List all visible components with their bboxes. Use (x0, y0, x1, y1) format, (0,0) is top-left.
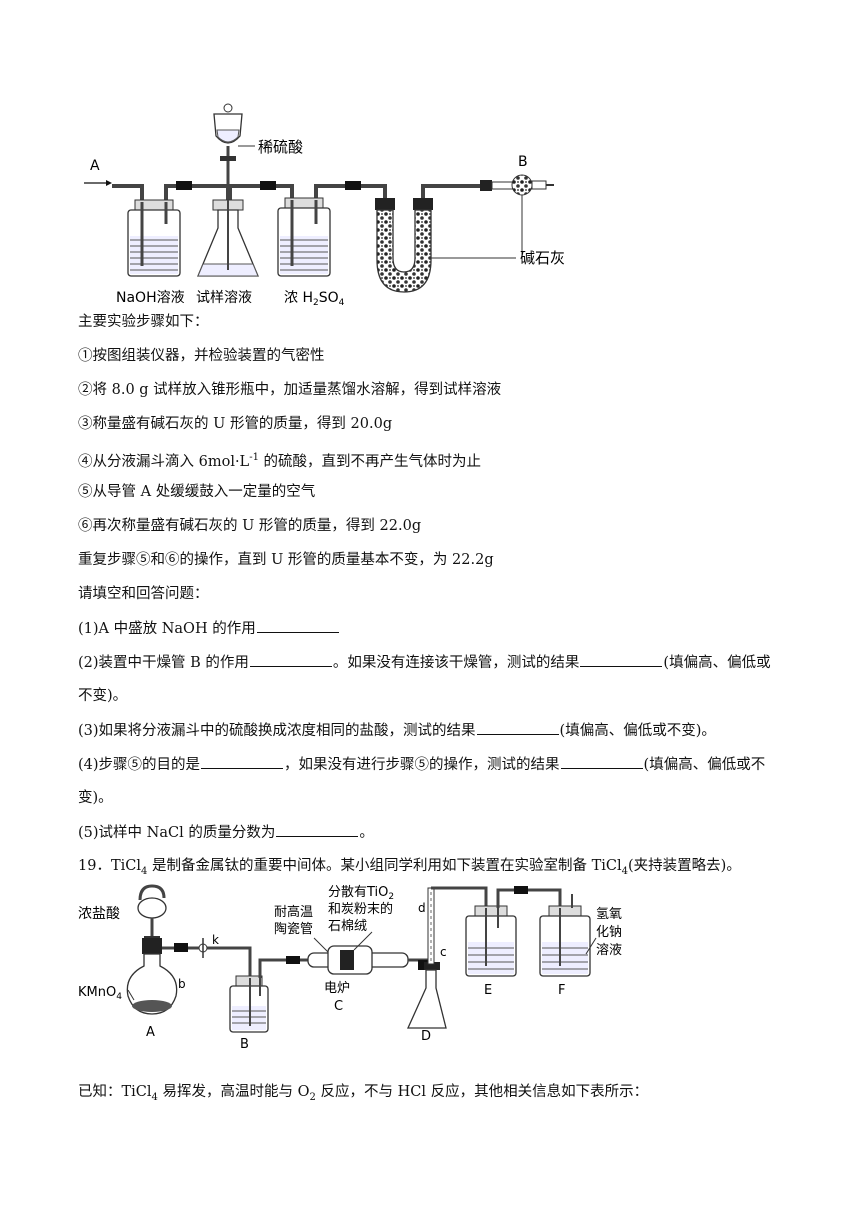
label-b: B (518, 154, 528, 170)
label-a: A (90, 158, 100, 174)
answer-blank[interactable] (560, 754, 643, 769)
question-3: (3)如果将分液漏斗中的硫酸换成浓度相同的盐酸，测试的结果(填偏高、偏低或不变)… (78, 720, 716, 741)
step-3: ③称量盛有碱石灰的 U 形管的质量，得到 20.0g (78, 416, 393, 432)
naoh-label-1: 氢氧 (596, 907, 622, 922)
label-e: E (484, 983, 492, 998)
question-2: (2)装置中干燥管 B 的作用。如果没有连接该干燥管，测试的结果(填偏高、偏低或 (78, 652, 771, 673)
bottle-f (539, 894, 597, 977)
flask-a (126, 938, 208, 1015)
question-5: (5)试样中 NaCl 的质量分数为。 (78, 822, 374, 843)
answer-blank[interactable] (580, 652, 663, 667)
naoh-label-2: 化钠 (596, 925, 622, 940)
rubber-joint (345, 181, 361, 190)
naoh-bottle (127, 199, 181, 277)
label-c: C (334, 999, 343, 1014)
tio2-label-1: 分散有TiO2 (328, 885, 394, 902)
inlet-tube (112, 184, 144, 202)
question-4: (4)步骤⑤的目的是，如果没有进行步骤⑤的操作，测试的结果(填偏高、偏低或不 (78, 754, 765, 775)
rubber-joint (174, 943, 188, 952)
problem-19: 19．TiCl4 是制备金属钛的重要中间体。某小组同学利用如下装置在实验室制备 … (78, 858, 741, 877)
tube-label-2: 陶瓷管 (274, 921, 313, 937)
tube-label-1: 耐高温 (274, 904, 313, 920)
rubber-joint (260, 181, 276, 190)
bottle-b (229, 975, 269, 1033)
tio2-label-2: 和炭粉末的 (328, 901, 393, 917)
label-f: F (558, 983, 565, 998)
rubber-joint (176, 181, 192, 190)
acid-label: 稀硫酸 (258, 138, 303, 156)
drying-tube-b: B (431, 154, 554, 259)
steps-heading: 主要实验步骤如下： (78, 314, 209, 330)
sample-flask (197, 199, 259, 277)
naoh-label-3: 溶液 (596, 943, 622, 958)
furnace-label: 电炉 (324, 981, 350, 996)
step-4: ④从分液漏斗滴入 6mol·L-1 的硫酸，直到不再产生气体时为止 (78, 452, 482, 470)
question-2-cont: 不变)。 (78, 688, 128, 704)
tio2-label-3: 石棉绒 (328, 919, 367, 934)
valve-k (198, 938, 208, 958)
repeat-note: 重复步骤⑤和⑥的操作，直到 U 形管的质量基本不变，为 22.2g (78, 552, 494, 568)
rubber-joint (514, 886, 528, 894)
tube-to-b (208, 946, 252, 978)
bottle2-label: 浓 H2SO4 (284, 290, 345, 308)
figure-1-apparatus: A 稀硫酸 (84, 103, 565, 308)
answer-blank[interactable] (256, 618, 339, 633)
tube-to-c (258, 958, 310, 978)
label-b-small: b (178, 977, 186, 991)
step-2: ②将 8.0 g 试样放入锥形瓶中，加适量蒸馏水溶解，得到试样溶液 (78, 382, 502, 398)
bottle-e (465, 905, 517, 977)
flask-label: 试样溶液 (196, 290, 252, 306)
soda-lime-label: 碱石灰 (520, 249, 565, 267)
separatory-funnel (213, 103, 255, 200)
sulfuric-acid-bottle (277, 197, 331, 277)
tube-to-f (496, 888, 562, 908)
answer-blank[interactable] (476, 720, 559, 735)
question-4-cont: 变)。 (78, 790, 113, 806)
answer-blank[interactable] (201, 754, 284, 769)
label-d-small: d (418, 901, 426, 915)
step-5: ⑤从导管 A 处缓缓鼓入一定量的空气 (78, 484, 316, 500)
u-tube (375, 198, 433, 293)
question-1: (1)A 中盛放 NaOH 的作用 (78, 618, 340, 639)
bottle1-label: NaOH溶液 (116, 290, 185, 306)
kmno4-label: KMnO4 (78, 985, 122, 1002)
label-d: D (421, 1029, 431, 1044)
known-info: 已知：TiCl4 易挥发，高温时能与 O2 反应，不与 HCl 反应，其他相关信… (78, 1084, 649, 1103)
ceramic-tube-c (307, 931, 409, 975)
answer-blank[interactable] (276, 822, 359, 837)
label-k: k (212, 933, 219, 947)
label-c-small: c (440, 945, 447, 959)
conc-hcl-label: 浓盐酸 (78, 906, 120, 922)
rubber-joint (286, 956, 300, 964)
step-1: ①按图组装仪器，并检验装置的气密性 (78, 348, 325, 364)
label-b: B (240, 1037, 249, 1048)
arrow-head-icon (106, 180, 112, 186)
figure-2-apparatus: 浓盐酸 KMnO4 b A k B 耐高温 陶瓷管 (78, 884, 622, 1048)
step-6: ⑥再次称量盛有碱石灰的 U 形管的质量，得到 22.0g (78, 518, 422, 534)
prompt: 请填空和回答问题： (78, 586, 209, 602)
tube-to-e (448, 886, 488, 908)
flask-d (406, 886, 448, 1029)
connect-tube-4 (421, 184, 480, 200)
label-a: A (146, 1025, 155, 1040)
answer-blank[interactable] (249, 652, 332, 667)
